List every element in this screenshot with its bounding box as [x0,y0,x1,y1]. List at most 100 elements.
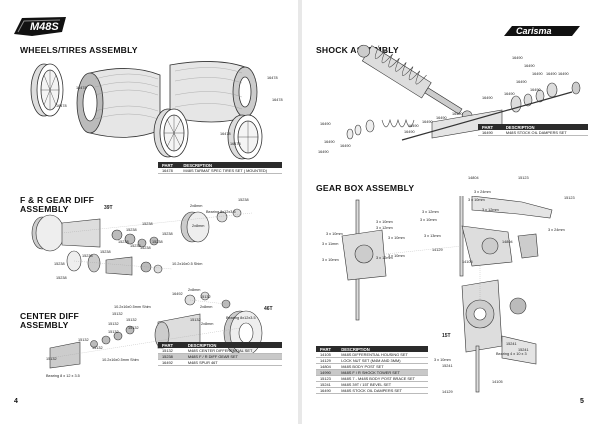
wheels-label: 16478 [220,132,231,136]
center-diff-label: Bearing 8x12x3.5 [226,316,256,320]
table-header: PART [316,346,338,352]
gear-diff-label: 2x8mm [190,204,203,208]
wheels-label: 16478 [56,104,67,108]
gearbox-label: 15123 [518,176,529,180]
wheels-label: 16478 [230,142,241,146]
center-diff-label: 15132 [126,318,137,322]
shock-label: 16490 [504,92,515,96]
gearbox-label: 3 x 12mm [376,226,393,230]
shock-label: 16490 [422,120,433,124]
table-header: PART [158,342,184,348]
part-number: 15132 [158,348,184,354]
part-number: 16490 [478,130,502,136]
gear-diff-label: 10.2x16x0.5 Shim [172,262,203,266]
page-number: 5 [580,398,584,405]
gearbox-label: 3 x 10mm [322,258,339,262]
wheels-diagram [30,61,263,160]
gearbox-ratio: 15T [442,333,451,339]
part-description: M48S CENTER DIFFERENTIAL SET [183,348,282,354]
gearbox-label: 3 x 12mm [422,210,439,214]
wheels-label: 16478 [76,86,87,90]
gearbox-label: 3 x 13mm [424,234,441,238]
center-diff-label: 15132 [108,322,119,326]
center-diff-title-line2: ASSEMBLY [20,320,69,330]
center-diff-label: 2x8mm [200,305,213,309]
center-diff-label: 2x8mm [188,288,201,292]
gear-diff-label: 15238 [130,244,141,248]
wheels-label: 16478 [267,76,278,80]
gearbox-label: 3 x 11mm [322,242,339,246]
center-diff-label: 15132 [46,357,57,361]
gearbox-label: 15241 [518,348,529,352]
shock-label: 16490 [340,144,351,148]
gear-diff-label: 15238 [56,276,67,280]
gearbox-label: 15241 [442,364,453,368]
gear-diff-label: 15238 [140,246,151,250]
page-number: 4 [14,398,18,405]
part-description: M48S DIFFERENTIAL HOUSING SET [337,352,428,358]
gear-diff-label: 15238 [126,228,137,232]
center-diff-label: 10.2x16x0.5mm Shim [114,305,151,309]
gear-diff-label: 15238 [82,254,93,258]
part-number: 14105 [316,352,338,358]
center-diff-title-line1: CENTER DIFF [20,311,80,321]
shock-label: 16490 [546,72,557,76]
gear-diff-label: 15238 [142,222,153,226]
gearbox-diagram [341,196,553,393]
gearbox-label: 14105 [492,380,503,384]
table-header: DESCRIPTION [179,162,282,168]
gearbox-label: 3 x 10mm [420,218,437,222]
gearbox-label: 3 x 10mm [376,220,393,224]
part-description: M48S F / R DIFF GEAR SET [183,353,282,360]
part-description: M48S BODY POST SET [337,363,428,370]
part-description: M48S 39T / 15T BEVEL SET [337,381,428,388]
gearbox-label: 3 x 10mm [434,358,451,362]
gear-diff-title-line2: ASSEMBLY [20,204,69,214]
gearbox-label: 15241 [506,342,517,346]
part-number: 15123 [316,375,338,382]
part-number: 16492 [158,359,184,366]
center-diff-label: Bearing 8 x 12 x 3.5 [46,374,80,378]
gear-diff-label: 2x8mm [192,224,205,228]
right-page: Carisma SHOCK ASSEMBLY 16490 16490 [302,0,600,424]
part-description: M48S STOCK OIL DAMPERS SET [501,130,588,136]
table-header: PART [478,124,502,130]
gear-diff-label: 15238 [54,262,65,266]
part-description: M48S SPUR 46T [183,359,282,366]
shock-label: 16490 [516,80,527,84]
shock-label: 16490 [324,140,335,144]
table-header: DESCRIPTION [337,346,428,352]
shock-label: 16490 [530,88,541,92]
gearbox-label: 3 x 12mm [482,208,499,212]
part-description: M48S F / R SHOCK TOWER SET [337,369,428,376]
center-diff-label: 15132 [108,330,119,334]
center-diff-label: 16492 [172,292,183,296]
shock-label: 16490 [408,124,419,128]
gear-diff-label: 15238 [118,240,129,244]
shock-label: 16490 [532,72,543,76]
page-gutter [298,0,302,424]
center-diff-label: 15132 [112,312,123,316]
shock-label: 16490 [482,96,493,100]
part-number: 14804 [316,363,338,370]
gearbox-label: 14804 [502,240,513,244]
gearbox-label: 14105 [462,260,473,264]
gear-diff-label: 15238 [162,232,173,236]
shock-label: 16490 [452,112,463,116]
center-diff-label: 15132 [200,295,211,299]
table-header: DESCRIPTION [501,124,588,130]
m48s-logo: M48S [14,17,66,36]
gear-diff-label: 15238 [100,250,111,254]
